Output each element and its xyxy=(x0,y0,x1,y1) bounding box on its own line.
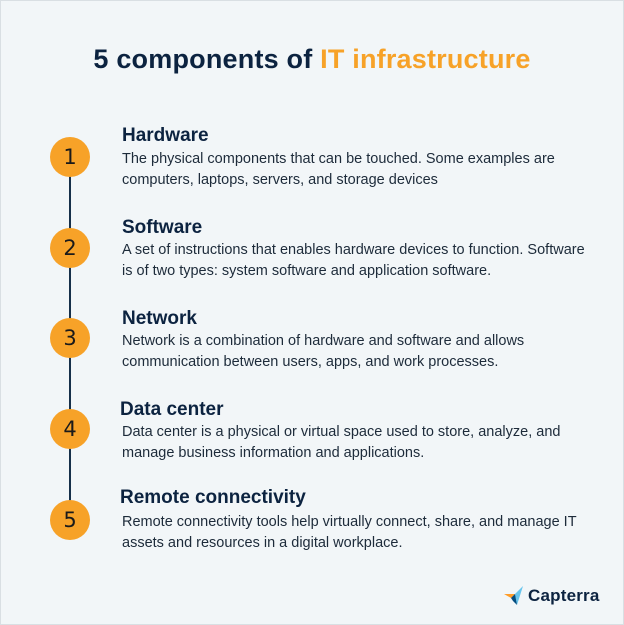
step-1-description: The physical components that can be touc… xyxy=(122,151,555,188)
capterra-logo-text: Capterra xyxy=(528,586,600,605)
step-1-heading: Hardware xyxy=(122,125,209,146)
step-1-number-badge: 1 xyxy=(50,137,90,177)
step-2-number-badge: 2 xyxy=(50,228,90,268)
title-highlight: IT infrastructure xyxy=(320,44,531,74)
step-5-description: Remote connectivity tools help virtually… xyxy=(122,514,577,551)
step-2-description: A set of instructions that enables hardw… xyxy=(122,242,585,279)
step-4-number-badge: 4 xyxy=(50,409,90,449)
step-4-heading: Data center xyxy=(120,399,224,420)
capterra-logo: Capterra xyxy=(503,584,600,608)
step-3-heading: Network xyxy=(122,308,197,329)
title-prefix: 5 components of xyxy=(93,44,321,74)
step-4-description: Data center is a physical or virtual spa… xyxy=(122,424,561,461)
step-2-heading: Software xyxy=(122,217,203,238)
step-3-description: Network is a combination of hardware and… xyxy=(122,333,525,370)
page-title: 5 components of IT infrastructure xyxy=(0,44,624,75)
step-3-number-badge: 3 xyxy=(50,318,90,358)
step-5-heading: Remote connectivity xyxy=(120,487,306,508)
step-5-number-badge: 5 xyxy=(50,500,90,540)
capterra-logo-icon xyxy=(504,586,523,605)
